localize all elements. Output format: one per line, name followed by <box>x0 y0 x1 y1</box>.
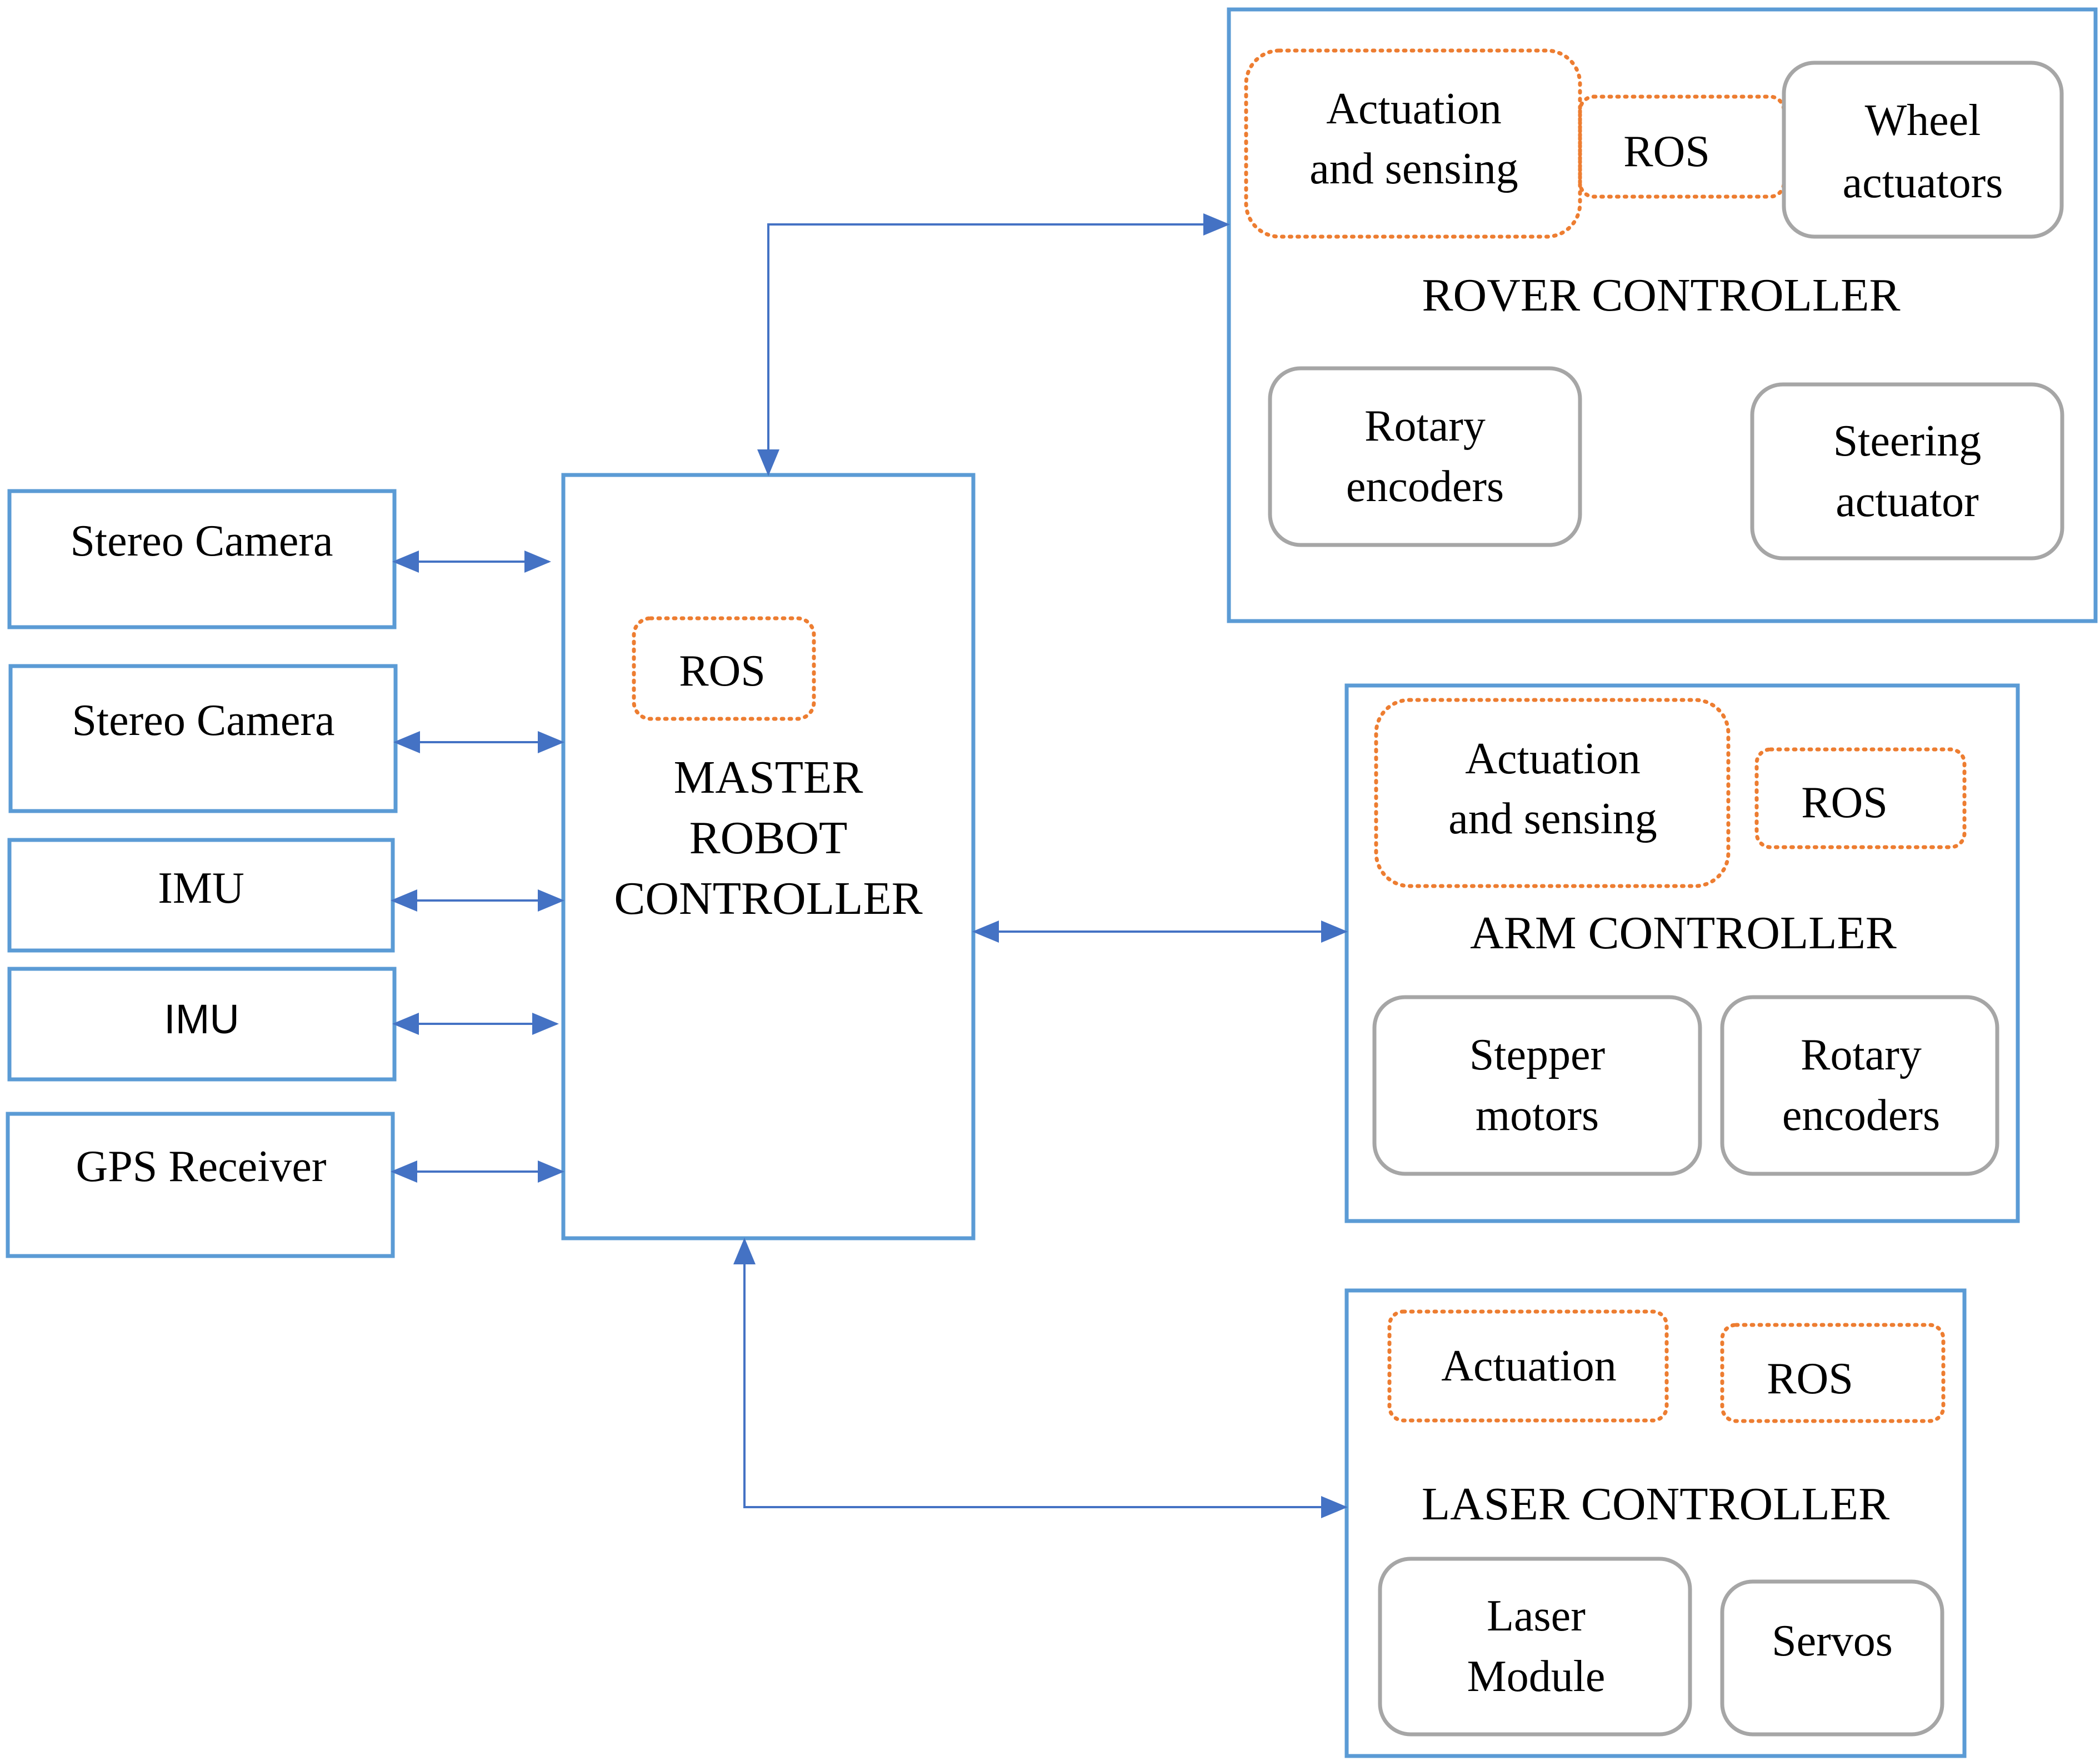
imu-2-label: IMU <box>164 996 239 1042</box>
steering-actuator-line1: Steering <box>1833 417 1982 466</box>
wheel-actuators-box <box>1782 61 2064 239</box>
laser-actuation-label: Actuation <box>1441 1342 1616 1390</box>
stereo-camera-2-box: Stereo Camera <box>8 664 398 813</box>
master-title-line2: ROBOT <box>689 812 848 864</box>
arm-rotary-encoders-box <box>1720 995 1999 1176</box>
arm-actuation-box <box>1374 698 1731 888</box>
arm-actuation-line2: and sensing <box>1448 794 1657 843</box>
rover-actuation-line1: Actuation <box>1326 84 1501 133</box>
gps-receiver-label: GPS Receiver <box>76 1142 326 1191</box>
laser-module-box <box>1378 1557 1692 1737</box>
wheel-actuators-line1: Wheel <box>1865 96 1981 145</box>
wheel-actuators-line2: actuators <box>1843 158 2003 207</box>
imu-1-box: IMU <box>7 838 395 953</box>
master-ros-label: ROS <box>679 647 766 696</box>
rover-rotary-encoders-line2: encoders <box>1346 462 1504 511</box>
imu-1-label: IMU <box>158 864 244 913</box>
steering-actuator-line2: actuator <box>1836 477 1979 526</box>
laser-ros-label: ROS <box>1767 1354 1853 1403</box>
rover-rotary-encoders-box <box>1268 366 1582 547</box>
gps-receiver-box: GPS Receiver <box>6 1112 395 1258</box>
servos-box <box>1720 1579 1944 1737</box>
arm-rotary-encoders-line2: encoders <box>1782 1091 1940 1140</box>
stepper-motors-line1: Stepper <box>1469 1030 1605 1079</box>
laser-ros-box <box>1720 1323 1946 1423</box>
laser-controller-title: LASER CONTROLLER <box>1422 1478 1889 1530</box>
imu-2-box: IMU <box>7 967 397 1082</box>
rover-ros-label: ROS <box>1623 127 1710 176</box>
stereo-camera-1-label: Stereo Camera <box>70 517 333 566</box>
rover-rotary-encoders-line1: Rotary <box>1364 402 1486 451</box>
master-title-line3: CONTROLLER <box>614 873 922 924</box>
master-to-rover-connector <box>757 213 1230 476</box>
master-to-laser-connector <box>733 1238 1348 1518</box>
master-ros-box <box>632 616 816 721</box>
laser-module-line1: Laser <box>1487 1592 1586 1640</box>
master-title-line1: MASTER <box>674 752 863 803</box>
laser-controller-box: Actuation ROS LASER CONTROLLER Laser Mod… <box>1344 1288 1967 1758</box>
arm-rotary-encoders-line1: Rotary <box>1801 1030 1922 1079</box>
laser-actuation-box <box>1387 1309 1669 1423</box>
rover-actuation-line2: and sensing <box>1309 144 1518 193</box>
arm-actuation-line1: Actuation <box>1465 734 1640 783</box>
rover-controller-box: Actuation and sensing ROS Wheel actuator… <box>1227 7 2098 623</box>
master-robot-controller-box: ROS MASTER ROBOT CONTROLLER <box>561 473 976 1240</box>
steering-actuator-box <box>1750 382 2064 561</box>
stereo-camera-1-box: Stereo Camera <box>7 489 397 629</box>
rover-controller-title: ROVER CONTROLLER <box>1422 269 1901 321</box>
servos-label: Servos <box>1772 1617 1893 1665</box>
stepper-motors-line2: motors <box>1476 1091 1599 1140</box>
laser-module-line2: Module <box>1467 1652 1606 1701</box>
arm-ros-box <box>1754 747 1967 849</box>
arm-controller-title: ARM CONTROLLER <box>1470 907 1897 959</box>
stepper-motors-box <box>1372 995 1702 1176</box>
arm-controller-box: Actuation and sensing ROS ARM CONTROLLER… <box>1344 683 2020 1223</box>
stereo-camera-2-label: Stereo Camera <box>72 696 334 745</box>
arm-ros-label: ROS <box>1801 778 1888 827</box>
